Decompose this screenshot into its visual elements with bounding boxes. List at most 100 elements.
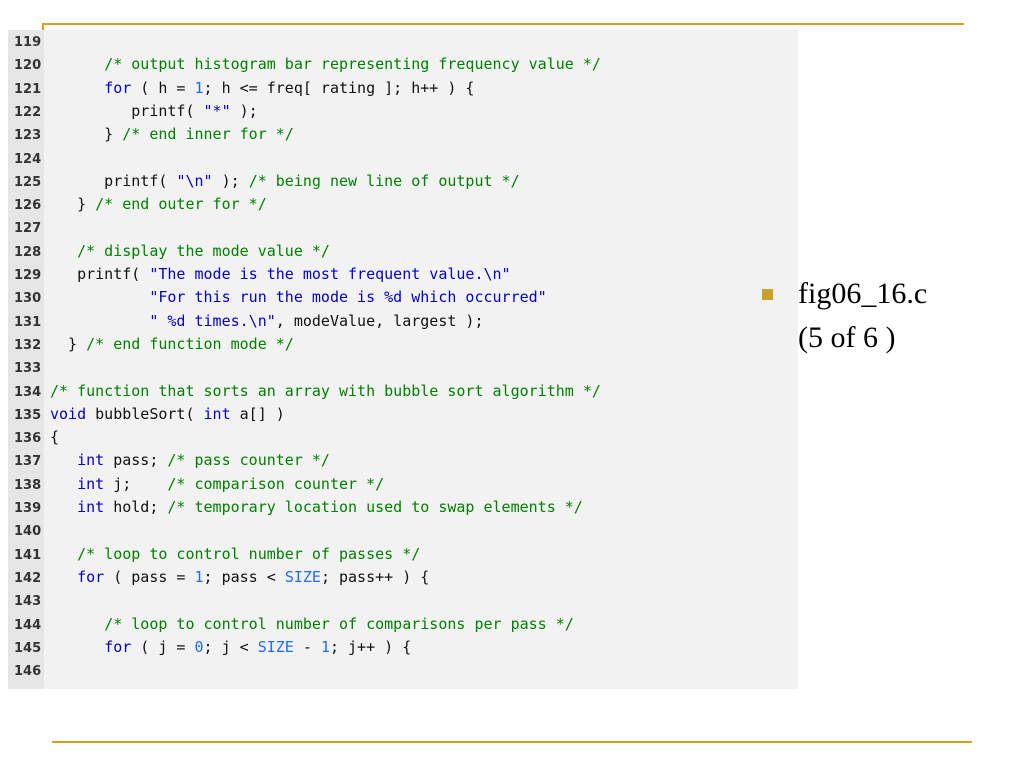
- line-number: 140: [14, 524, 42, 540]
- line-number: 122: [14, 104, 42, 120]
- code-line: 140: [8, 519, 50, 542]
- code-token: }: [50, 125, 123, 144]
- code-text: for ( pass = 1; pass < SIZE; pass++ ) {: [44, 566, 429, 589]
- code-token: [50, 288, 149, 306]
- code-token: "\n": [176, 171, 213, 190]
- code-token: /* being new line of output */: [248, 171, 520, 190]
- code-line: 124: [8, 147, 50, 170]
- code-token: );: [230, 101, 258, 120]
- code-line: 132 } /* end function mode */: [8, 333, 294, 356]
- code-token: [50, 568, 77, 586]
- code-token: SIZE: [284, 567, 321, 586]
- code-line: 119: [8, 30, 50, 53]
- code-token: /* temporary location used to swap eleme…: [167, 498, 583, 516]
- bottom-rule: [52, 741, 972, 743]
- code-token: /* loop to control number of passes */: [77, 544, 421, 563]
- code-line: 126 } /* end outer for */: [8, 193, 267, 216]
- code-token: /* loop to control number of comparisons…: [104, 614, 574, 633]
- code-line: 137 int pass; /* pass counter */: [8, 449, 330, 472]
- code-line: 139 int hold; /* temporary location used…: [8, 496, 583, 519]
- code-token: 1: [194, 78, 204, 97]
- top-rule: [42, 23, 964, 25]
- code-token: int: [77, 474, 105, 493]
- code-token: -: [293, 637, 321, 656]
- code-token: [50, 475, 77, 493]
- code-token: [50, 312, 149, 330]
- code-text: {: [44, 426, 59, 449]
- code-line: 136{: [8, 426, 59, 449]
- code-line: 120 /* output histogram bar representing…: [8, 53, 601, 76]
- code-text: int pass; /* pass counter */: [44, 449, 330, 472]
- code-token: ; j++ ) {: [329, 637, 412, 656]
- code-token: 1: [194, 567, 204, 586]
- code-token: for: [77, 567, 105, 586]
- code-text: "For this run the mode is %d which occur…: [44, 286, 546, 309]
- line-number: 120: [14, 58, 42, 74]
- code-token: , modeValue, largest );: [275, 311, 484, 330]
- code-token: ( pass =: [104, 567, 195, 586]
- line-number: 133: [14, 361, 42, 377]
- code-token: 0: [194, 637, 204, 656]
- line-number: 119: [14, 35, 42, 50]
- code-text: printf( "\n" ); /* being new line of out…: [44, 170, 520, 193]
- bullet-square-icon: [762, 289, 773, 300]
- code-token: /* comparison counter */: [167, 474, 385, 493]
- code-token: pass;: [104, 451, 168, 470]
- code-text: /* output histogram bar representing fre…: [44, 53, 601, 76]
- line-number: 130: [14, 291, 42, 307]
- code-token: j;: [104, 474, 168, 493]
- code-token: [50, 638, 104, 656]
- code-text: int hold; /* temporary location used to …: [44, 496, 583, 519]
- code-token: for: [104, 78, 132, 97]
- line-number: 134: [14, 384, 42, 400]
- code-text: printf( "The mode is the most frequent v…: [44, 263, 511, 286]
- code-token: printf(: [50, 101, 204, 120]
- page-indicator: (5 of 6 ): [798, 321, 896, 354]
- line-number: 129: [14, 268, 42, 283]
- code-text: /* loop to control number of comparisons…: [44, 613, 574, 636]
- line-number: 138: [14, 477, 42, 493]
- code-token: ( h =: [131, 78, 195, 97]
- code-token: /* output histogram bar representing fre…: [104, 55, 601, 74]
- code-token: ; h <= freq[ rating ]; h++ ) {: [203, 78, 475, 97]
- code-token: " %d times.\n": [149, 311, 276, 330]
- code-text: } /* end outer for */: [44, 193, 267, 216]
- code-line: 141 /* loop to control number of passes …: [8, 543, 420, 566]
- code-token: int: [77, 451, 105, 470]
- line-number: 123: [14, 128, 42, 144]
- code-token: void: [50, 404, 87, 423]
- code-token: /* end outer for */: [95, 195, 267, 214]
- code-token: "The mode is the most frequent value.\n": [149, 265, 511, 283]
- code-token: /* display the mode value */: [77, 241, 330, 260]
- code-text: printf( "*" );: [44, 100, 258, 123]
- line-number: 146: [14, 664, 42, 680]
- code-token: ( j =: [131, 637, 195, 656]
- line-number: 136: [14, 431, 42, 447]
- code-token: int: [203, 404, 231, 423]
- file-name: fig06_16.c: [798, 277, 928, 310]
- line-number: 139: [14, 501, 42, 516]
- code-token: [50, 55, 104, 73]
- line-number: 124: [14, 151, 42, 167]
- line-number: 135: [14, 407, 42, 423]
- code-token: for: [104, 637, 132, 656]
- line-number: 145: [14, 640, 42, 656]
- line-number: 128: [14, 244, 42, 260]
- code-line: 134/* function that sorts an array with …: [8, 380, 601, 403]
- code-token: [50, 451, 77, 469]
- line-number: 141: [14, 547, 42, 563]
- line-number: 126: [14, 198, 42, 214]
- code-token: }: [50, 195, 96, 214]
- line-number: 142: [14, 570, 42, 586]
- code-line: 121 for ( h = 1; h <= freq[ rating ]; h+…: [8, 77, 474, 100]
- code-line: 129 printf( "The mode is the most freque…: [8, 263, 511, 286]
- code-token: int: [77, 498, 105, 516]
- code-token: a[] ): [230, 404, 285, 423]
- code-token: hold;: [104, 498, 168, 516]
- code-token: /* pass counter */: [167, 451, 330, 470]
- code-listing: 119 120 /* output histogram bar represent…: [8, 30, 798, 689]
- line-number: 121: [14, 81, 42, 97]
- line-number: 143: [14, 594, 42, 610]
- line-number: 132: [14, 337, 42, 353]
